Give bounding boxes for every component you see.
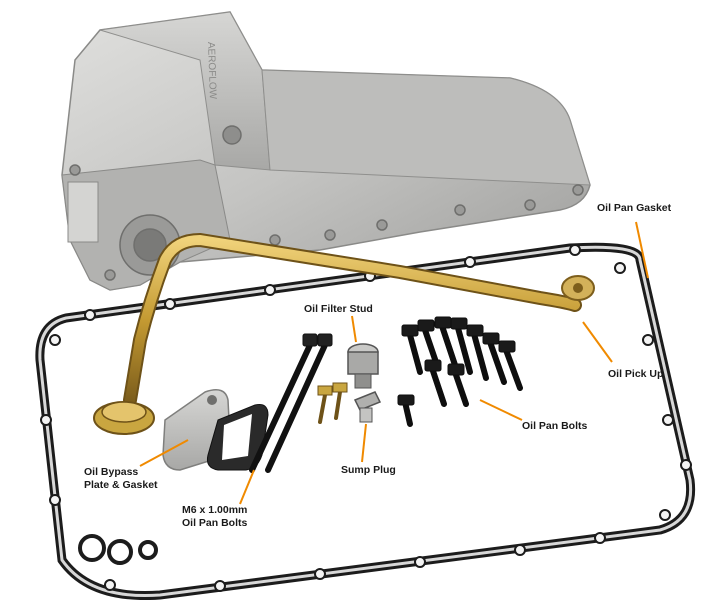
leader-lines <box>139 221 649 505</box>
oil-filter-stud <box>347 343 379 389</box>
brand-stamp: AEROFLOW <box>205 42 218 100</box>
brass-bolts <box>317 382 348 424</box>
label-oil-filter-stud: Oil Filter Stud <box>304 303 373 315</box>
label-oil-bypass: Oil Bypass Plate & Gasket <box>84 466 158 491</box>
oil-pick-up-tube <box>93 232 595 435</box>
oil-pan-bolts-cluster <box>397 316 523 427</box>
label-m6-bolts: M6 x 1.00mm Oil Pan Bolts <box>182 504 248 529</box>
oil-pan: AEROFLOW <box>61 11 591 291</box>
m6-bolts <box>249 333 333 473</box>
label-oil-pan-gasket: Oil Pan Gasket <box>597 202 672 214</box>
oil-pan-gasket <box>35 242 696 600</box>
label-sump-plug: Sump Plug <box>341 464 396 476</box>
label-oil-pan-bolts: Oil Pan Bolts <box>522 420 588 432</box>
oil-bypass-plate <box>162 389 269 471</box>
label-oil-pick-up: Oil Pick Up <box>608 368 664 380</box>
sump-plug <box>353 391 382 423</box>
